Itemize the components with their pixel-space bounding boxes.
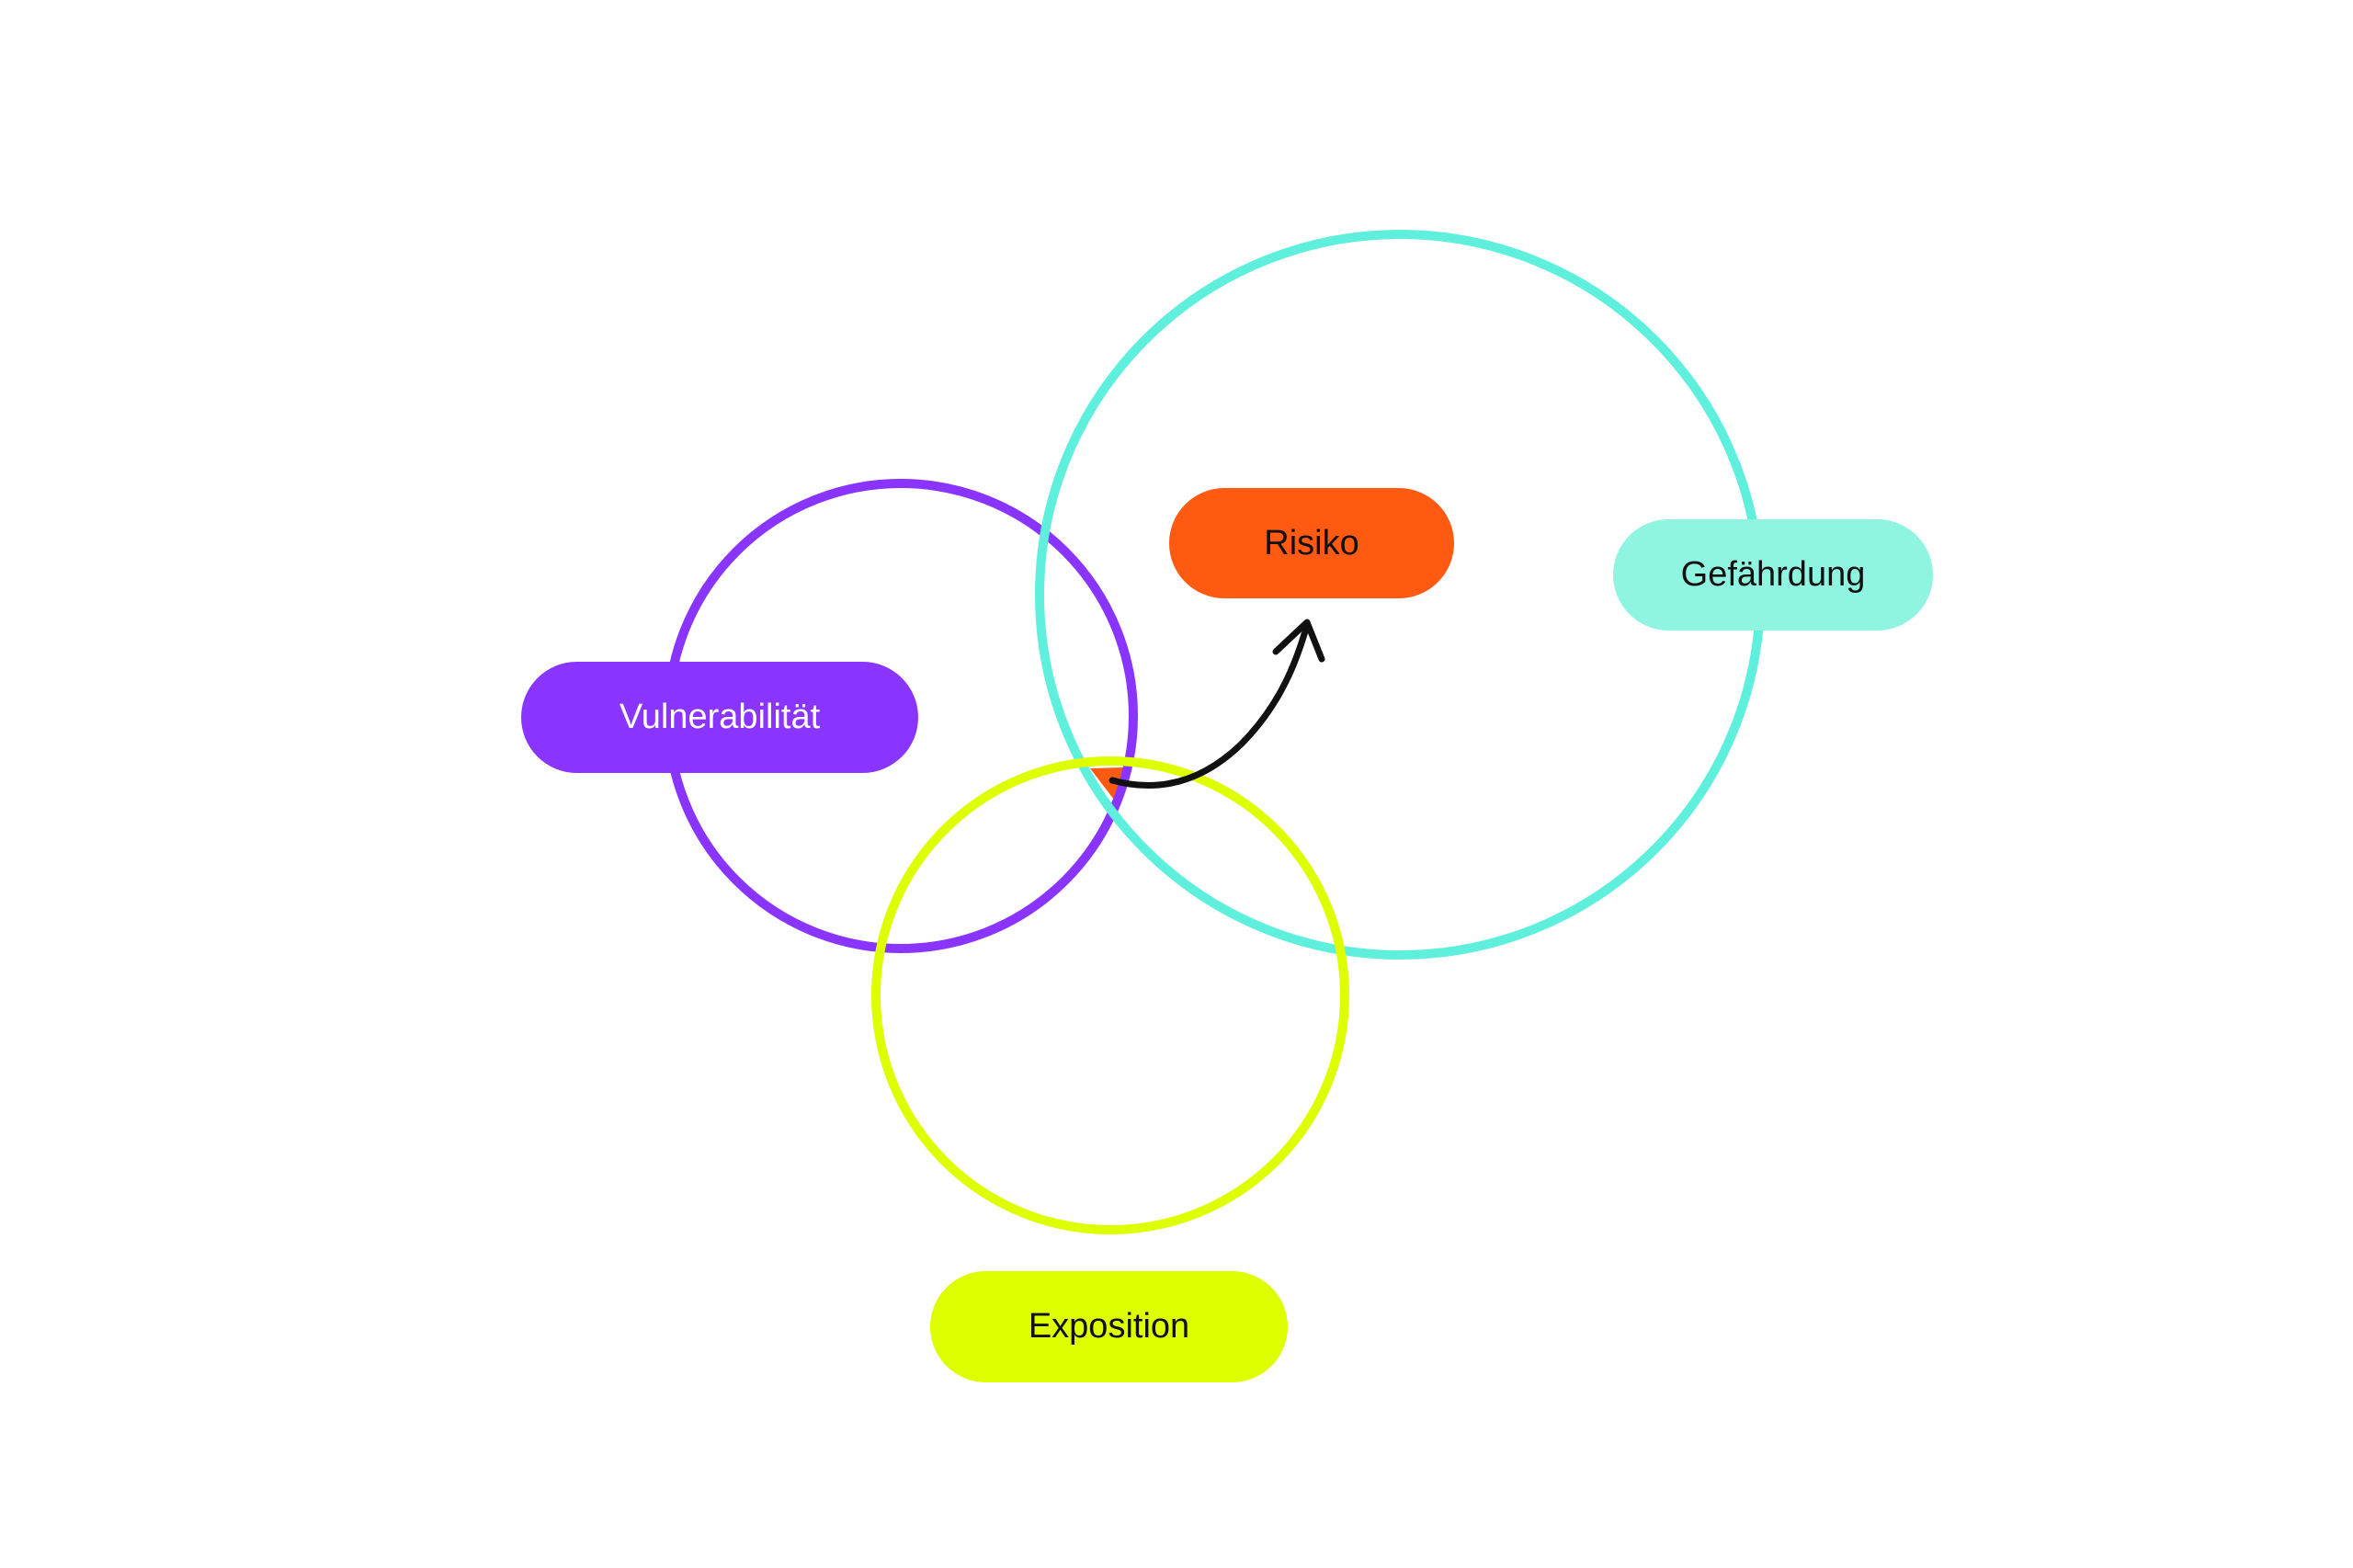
- exposure-circle: [871, 756, 1349, 1234]
- risk-label: Risiko: [1169, 488, 1454, 598]
- arrow-head: [1272, 619, 1325, 663]
- arrow-curve: [1108, 621, 1311, 789]
- hazard-label: Gefährdung: [1613, 519, 1933, 631]
- risk-intersection: [1090, 767, 1123, 800]
- vulnerability-label: Vulnerabilität: [521, 662, 918, 773]
- exposure-label: Exposition: [930, 1271, 1288, 1382]
